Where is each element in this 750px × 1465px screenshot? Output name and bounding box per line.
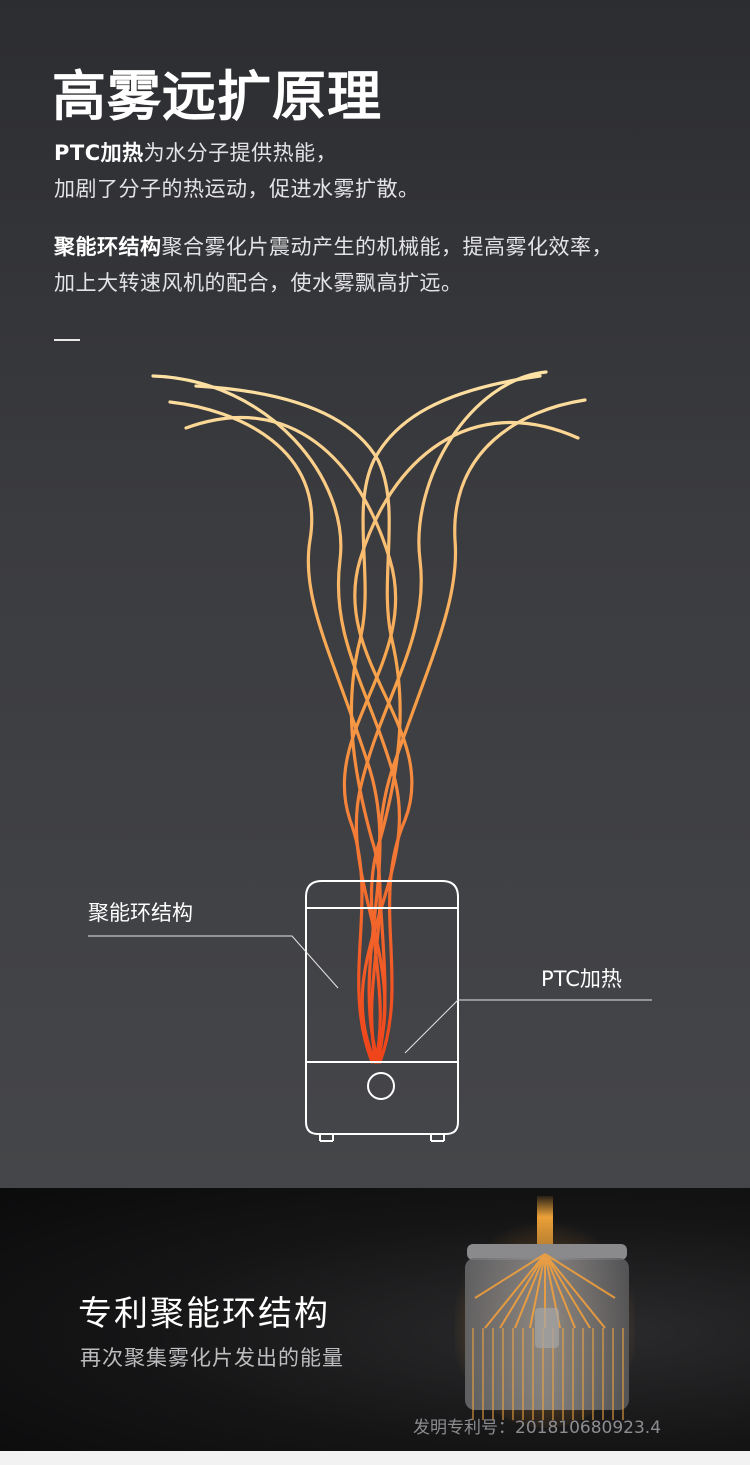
ring-line-1: 聚能环结构聚合雾化片震动产生的机械能，提高雾化效率， <box>54 229 613 265</box>
humidifier-body <box>305 880 459 1135</box>
ring-description: 聚能环结构聚合雾化片震动产生的机械能，提高雾化效率， 加上大转速风机的配合，使水… <box>54 229 613 301</box>
mist-stream-8 <box>194 384 402 1064</box>
vertical-mist-lines <box>472 1328 624 1420</box>
leader-ptc <box>404 999 652 1054</box>
ring-highlight: 聚能环结构 <box>54 235 162 259</box>
bottom-strip <box>0 1451 750 1465</box>
patent-section: 专利聚能环结构 再次聚集雾化片发出的能量 发明专利号：201810680923.… <box>0 1188 750 1451</box>
mist-stream-7 <box>349 374 542 1064</box>
mist-stream-6 <box>353 420 580 1064</box>
inner-chamber <box>535 1308 559 1348</box>
mist-streams <box>151 370 587 1064</box>
patent-number-label: 发明专利号： <box>413 1418 515 1438</box>
page-title: 高雾远扩原理 <box>52 65 382 128</box>
mist-stream-1 <box>151 374 401 1064</box>
ptc-highlight: PTC加热 <box>54 141 144 165</box>
ring-structure-illustration <box>455 1196 635 1428</box>
ptc-description: PTC加热为水分子提供热能， 加剧了分子的热运动，促进水雾扩散。 <box>54 135 420 207</box>
ptc-line-2: 加剧了分子的热运动，促进水雾扩散。 <box>54 177 420 201</box>
leader-ring <box>88 935 339 989</box>
patent-number-value: 201810680923.4 <box>515 1418 662 1438</box>
mist-stream-3 <box>168 400 382 1064</box>
ptc-line-1: PTC加热为水分子提供热能， <box>54 135 420 171</box>
ptc-line-1-rest: 为水分子提供热能， <box>143 141 338 165</box>
patent-number: 发明专利号：201810680923.4 <box>413 1413 661 1438</box>
humidifier-outline <box>305 880 459 1142</box>
ring-line-2: 加上大转速风机的配合，使水雾飘高扩远。 <box>54 271 463 295</box>
patent-title: 专利聚能环结构 <box>78 1294 330 1334</box>
principle-section: 高雾远扩原理 PTC加热为水分子提供热能， 加剧了分子的热运动，促进水雾扩散。 … <box>0 0 750 1188</box>
mist-stream-4 <box>376 398 587 1064</box>
ptc-heating-label: PTC加热 <box>541 967 622 991</box>
mist-beam <box>537 1196 553 1256</box>
ring-structure-label: 聚能环结构 <box>88 901 193 925</box>
leader-lines <box>88 935 652 1054</box>
power-button-icon <box>367 1072 395 1100</box>
device-top <box>467 1244 627 1260</box>
ring-line-1-rest: 聚合雾化片震动产生的机械能，提高雾化效率， <box>161 235 613 259</box>
orange-rays <box>474 1253 616 1329</box>
mist-diagram <box>88 370 652 1142</box>
mist-stream-5 <box>184 416 398 1064</box>
patent-subtitle: 再次聚集雾化片发出的能量 <box>80 1346 344 1370</box>
divider <box>54 339 80 341</box>
